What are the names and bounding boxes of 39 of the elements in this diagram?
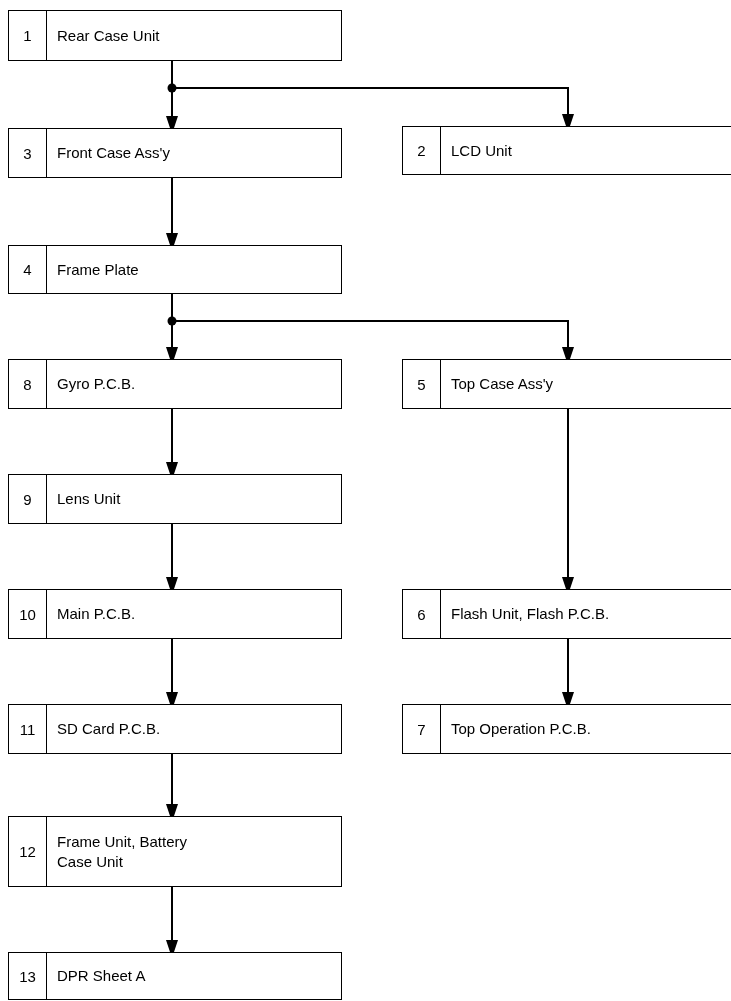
step-label: Front Case Ass'y [57,143,170,163]
step-number-cell: 7 [403,705,441,753]
step-label: Top Case Ass'y [451,374,554,394]
step-label: Lens Unit [57,489,121,509]
step-label: Gyro P.C.B. [57,374,136,394]
process-box [402,589,731,639]
process-box [8,128,342,178]
process-box [8,245,342,294]
process-box [8,952,342,1000]
step-label: Top Operation P.C.B. [451,719,591,739]
process-box [8,10,342,61]
process-box [8,474,342,524]
process-box [8,816,342,887]
step-label: LCD Unit [451,140,512,161]
process-box [402,359,731,409]
step-label: Rear Case Unit [57,25,160,46]
process-box [402,704,731,754]
step-label: SD Card P.C.B. [57,719,161,739]
step-number-cell: 4 [9,246,47,293]
step-number-cell: 6 [403,590,441,638]
step-label: DPR Sheet A [57,966,146,986]
step-label: Main P.C.B. [57,604,136,624]
process-box [8,359,342,409]
step-number-cell: 2 [403,127,441,174]
step-number-cell: 8 [9,360,47,408]
step-number-cell: 11 [9,705,47,753]
process-box [8,704,342,754]
step-label: Frame Plate [57,259,139,280]
step-number-cell: 1 [9,11,47,60]
step-number-cell: 9 [9,475,47,523]
step-number-cell: 12 [9,817,47,886]
step-label: Flash Unit, Flash P.C.B. [451,604,610,624]
step-number-cell: 3 [9,129,47,177]
process-box [8,589,342,639]
step-label: Frame Unit, Battery Case Unit [57,832,189,871]
process-box [402,126,731,175]
step-number-cell: 10 [9,590,47,638]
step-number-cell: 13 [9,953,47,999]
step-number-cell: 5 [403,360,441,408]
